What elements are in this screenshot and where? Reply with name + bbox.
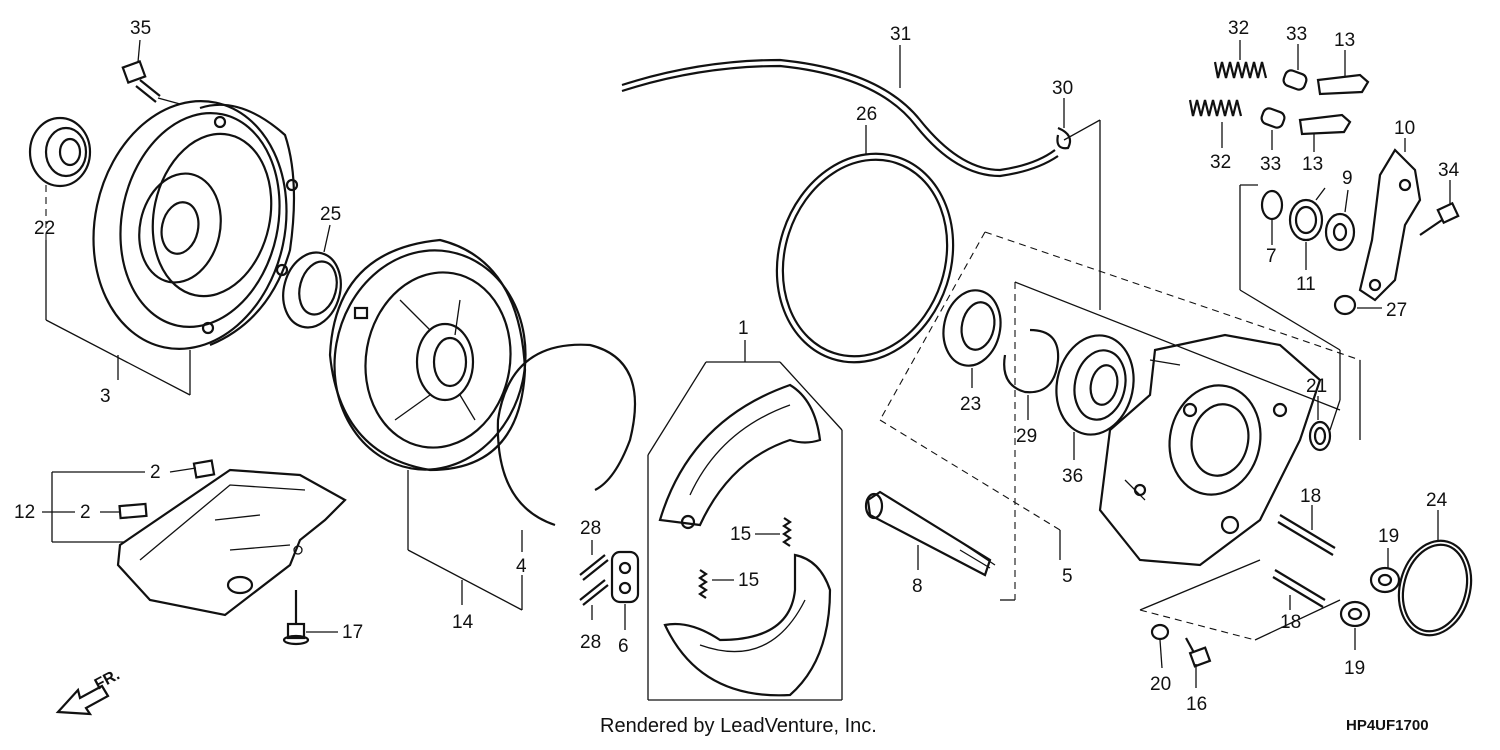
callout-18a[interactable]: 18: [1300, 486, 1321, 507]
part-10-brake-arm[interactable]: [1358, 148, 1422, 302]
part-20-washer[interactable]: [1150, 623, 1170, 641]
callout-12[interactable]: 12: [14, 502, 35, 523]
callout-27[interactable]: 27: [1386, 300, 1407, 321]
part-13-pin-lower[interactable]: [1298, 113, 1352, 136]
part-26-o-ring[interactable]: [750, 131, 979, 386]
callout-33a[interactable]: 33: [1286, 24, 1307, 45]
callout-28b[interactable]: 28: [580, 632, 601, 653]
callout-3[interactable]: 3: [100, 386, 111, 407]
part-2-rubber-b[interactable]: [118, 502, 148, 520]
callout-28a[interactable]: 28: [580, 518, 601, 539]
part-9-indicator-plate[interactable]: [1324, 212, 1356, 252]
callout-30[interactable]: 30: [1052, 78, 1073, 99]
part-3-brake-drum-housing[interactable]: [71, 83, 309, 367]
callout-13a[interactable]: 13: [1334, 30, 1355, 51]
callout-23[interactable]: 23: [960, 394, 981, 415]
part-1-brake-shoe-lower[interactable]: [663, 553, 832, 697]
part-22-oil-seal[interactable]: [28, 116, 92, 188]
part-8-brake-cam-shaft[interactable]: [864, 490, 996, 577]
callout-labels: 35 22 25 3 2 2 12 17 14 4 28 28 6 1 15 1…: [14, 18, 1460, 715]
part-28-clips[interactable]: [579, 554, 609, 606]
callout-25[interactable]: 25: [320, 204, 341, 225]
part-18-stud-upper[interactable]: [1277, 514, 1336, 556]
part-19-nut-upper[interactable]: [1369, 566, 1401, 594]
part-33-collar-lower[interactable]: [1260, 107, 1286, 130]
callout-17[interactable]: 17: [342, 622, 363, 643]
callout-9[interactable]: 9: [1342, 168, 1353, 189]
part-30-clip[interactable]: [1056, 126, 1072, 150]
part-15-spring-b[interactable]: [698, 569, 708, 599]
callout-29[interactable]: 29: [1016, 426, 1037, 447]
callout-7[interactable]: 7: [1266, 246, 1277, 267]
part-18-stud-lower[interactable]: [1272, 569, 1326, 608]
callout-32b[interactable]: 32: [1210, 152, 1231, 173]
part-6-plate[interactable]: [610, 550, 640, 604]
callout-36[interactable]: 36: [1062, 466, 1083, 487]
part-17-bolt[interactable]: [282, 590, 310, 646]
part-32-spring-lower[interactable]: [1188, 99, 1243, 117]
part-35-bolt[interactable]: [121, 59, 181, 105]
callout-22[interactable]: 22: [34, 218, 55, 239]
callout-15b[interactable]: 15: [738, 570, 759, 591]
part-2-rubber-a[interactable]: [192, 459, 216, 479]
callout-19a[interactable]: 19: [1378, 526, 1399, 547]
callout-6[interactable]: 6: [618, 636, 629, 657]
callout-31[interactable]: 31: [890, 24, 911, 45]
part-23-oil-seal[interactable]: [937, 285, 1008, 371]
callout-13b[interactable]: 13: [1302, 154, 1323, 175]
callout-2a[interactable]: 2: [150, 462, 161, 483]
callout-26[interactable]: 26: [856, 104, 877, 125]
callout-10[interactable]: 10: [1394, 118, 1415, 139]
part-14-brake-drum[interactable]: [317, 235, 542, 485]
part-24-o-ring[interactable]: [1389, 533, 1481, 644]
callout-18b[interactable]: 18: [1280, 612, 1301, 633]
callout-24[interactable]: 24: [1426, 490, 1448, 511]
callout-21[interactable]: 21: [1306, 376, 1327, 397]
part-27-nut[interactable]: [1333, 294, 1357, 316]
front-direction-arrow: FR.: [55, 666, 123, 716]
callout-5[interactable]: 5: [1062, 566, 1073, 587]
credit-text: Rendered by LeadVenture, Inc.: [600, 715, 877, 737]
part-7-seal[interactable]: [1260, 189, 1284, 221]
part-19-nut-lower[interactable]: [1339, 600, 1371, 628]
part-33-collar-upper[interactable]: [1282, 69, 1308, 92]
part-4-snap-ring[interactable]: [496, 343, 637, 527]
callout-4[interactable]: 4: [516, 556, 527, 577]
callout-20[interactable]: 20: [1150, 674, 1171, 695]
part-12-under-guard[interactable]: [116, 468, 347, 617]
leader-lines: [42, 39, 1451, 701]
part-29-circlip[interactable]: [1003, 328, 1060, 394]
callout-11[interactable]: 11: [1296, 274, 1316, 295]
callout-16[interactable]: 16: [1186, 694, 1207, 715]
part-36-bearing[interactable]: [1047, 328, 1142, 442]
part-16-bolt[interactable]: [1185, 637, 1212, 668]
part-21-seal[interactable]: [1308, 420, 1332, 452]
part-34-bolt[interactable]: [1419, 201, 1460, 236]
part-1-brake-shoe-upper[interactable]: [658, 383, 822, 530]
diagram-code: HP4UF1700: [1346, 717, 1429, 734]
callout-33b[interactable]: 33: [1260, 154, 1281, 175]
part-31-breather-tube[interactable]: [621, 58, 1059, 178]
callout-35[interactable]: 35: [130, 18, 151, 39]
callout-14[interactable]: 14: [452, 612, 474, 633]
callout-19b[interactable]: 19: [1344, 658, 1365, 679]
callout-34[interactable]: 34: [1438, 160, 1460, 181]
part-15-spring-a[interactable]: [782, 517, 792, 547]
part-25-oil-seal[interactable]: [275, 246, 349, 334]
callout-8[interactable]: 8: [912, 576, 923, 597]
part-11-return-spring[interactable]: [1288, 187, 1326, 242]
callout-15a[interactable]: 15: [730, 524, 751, 545]
part-5-brake-panel[interactable]: [1098, 333, 1322, 567]
callout-32a[interactable]: 32: [1228, 18, 1249, 39]
part-32-spring-upper[interactable]: [1213, 61, 1268, 79]
callout-1[interactable]: 1: [738, 318, 749, 339]
callout-2b[interactable]: 2: [80, 502, 91, 523]
part-13-pin-upper[interactable]: [1316, 73, 1370, 96]
